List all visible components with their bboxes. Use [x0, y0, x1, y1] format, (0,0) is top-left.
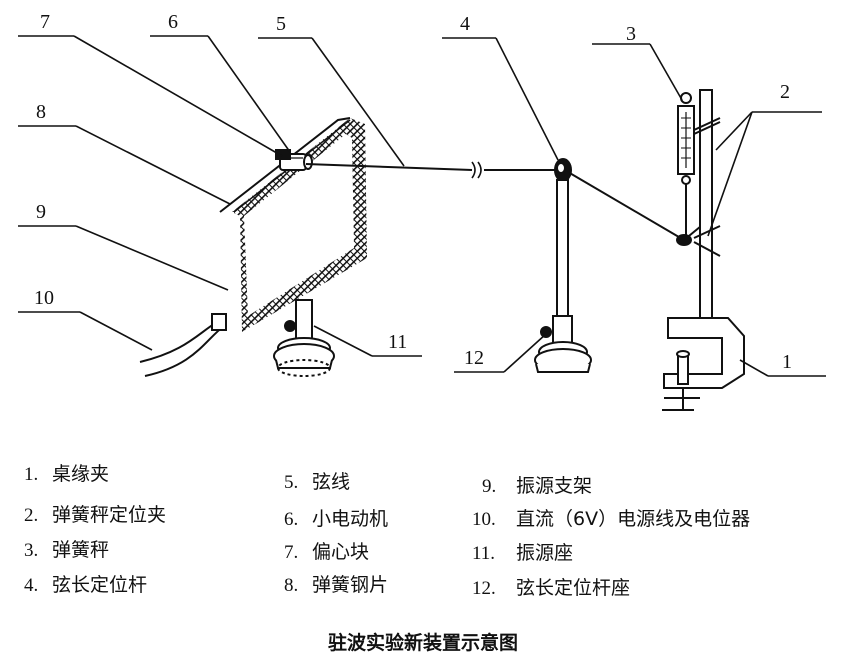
- legend-item-9: 9. 振源支架: [482, 474, 592, 499]
- legend-num: 8.: [284, 575, 299, 596]
- spring-scale: [677, 92, 695, 238]
- legend-text: 偏心块: [312, 541, 370, 563]
- legend-text: 弹簧钢片: [312, 574, 389, 596]
- legend-num: 5.: [284, 472, 299, 493]
- legend-num: 10.: [472, 509, 496, 530]
- callout-9: 9: [36, 201, 46, 223]
- legend-item-10: 10. 直流（6V）电源线及电位器: [472, 507, 750, 532]
- legend-text: 小电动机: [312, 508, 389, 530]
- legend-num: 3.: [24, 540, 39, 561]
- legend-text: 弹簧秤: [52, 539, 110, 561]
- legend-num: 2.: [24, 505, 39, 526]
- apparatus-diagram: 7 6 5 4 3 2 8 9 10 11 12 1: [18, 11, 826, 411]
- legend-item-1: 1. 桌缘夹: [24, 462, 109, 487]
- table-clamp: [662, 317, 745, 411]
- right-stand: [662, 89, 745, 411]
- legend-item-5: 5. 弦线: [284, 470, 350, 495]
- callout-5: 5: [276, 13, 286, 35]
- frame-window: [244, 134, 354, 316]
- eccentric-block: [275, 149, 291, 160]
- callout-11: 11: [388, 331, 407, 353]
- legend-text: 直流（6V）电源线及电位器: [516, 508, 751, 530]
- legend-text: 弦长定位杆座: [516, 577, 631, 599]
- legend-text: 弦线: [312, 471, 351, 493]
- callout-labels: 7 6 5 4 3 2 8 9 10 11 12 1: [34, 11, 792, 373]
- legend-num: 7.: [284, 542, 299, 563]
- callout-3: 3: [626, 23, 636, 45]
- legend-item-11: 11. 振源座: [472, 541, 573, 566]
- legend-text: 弹簧秤定位夹: [52, 504, 167, 526]
- callout-2: 2: [780, 81, 790, 103]
- legend-item-7: 7. 偏心块: [284, 540, 369, 565]
- legend-num: 4.: [24, 575, 39, 596]
- legend-text: 振源座: [516, 542, 574, 564]
- callout-12: 12: [464, 347, 484, 369]
- vibration-source-frame: [219, 117, 367, 334]
- legend-item-12: 12. 弦长定位杆座: [472, 576, 630, 601]
- legend-item-6: 6. 小电动机: [284, 507, 388, 532]
- legend-item-3: 3. 弹簧秤: [24, 538, 109, 563]
- legend-item-2: 2. 弹簧秤定位夹: [24, 503, 166, 528]
- legend-text: 振源支架: [516, 475, 593, 497]
- leader-lines: [18, 35, 826, 377]
- callout-6: 6: [168, 11, 178, 33]
- legend-num: 12.: [472, 578, 496, 599]
- figure-caption: 驻波实验新装置示意图: [327, 632, 518, 654]
- callout-4: 4: [460, 13, 470, 35]
- callout-10: 10: [34, 287, 54, 309]
- legend-num: 9.: [482, 476, 497, 497]
- power-cable: [139, 313, 227, 377]
- frame-front-strip: [220, 212, 236, 334]
- callout-7: 7: [40, 11, 50, 33]
- source-base: [273, 299, 335, 377]
- legend-text: 弦长定位杆: [52, 574, 148, 596]
- callout-1: 1: [782, 351, 792, 373]
- length-rod: [534, 158, 592, 373]
- legend-text: 桌缘夹: [52, 463, 110, 485]
- legend-item-8: 8. 弹簧钢片: [284, 573, 388, 598]
- legend-item-4: 4. 弦长定位杆: [24, 573, 147, 598]
- callout-8: 8: [36, 101, 46, 123]
- small-motor: [275, 149, 313, 171]
- legend-num: 11.: [472, 543, 496, 564]
- legend-num: 6.: [284, 509, 299, 530]
- legend-num: 1.: [24, 464, 39, 485]
